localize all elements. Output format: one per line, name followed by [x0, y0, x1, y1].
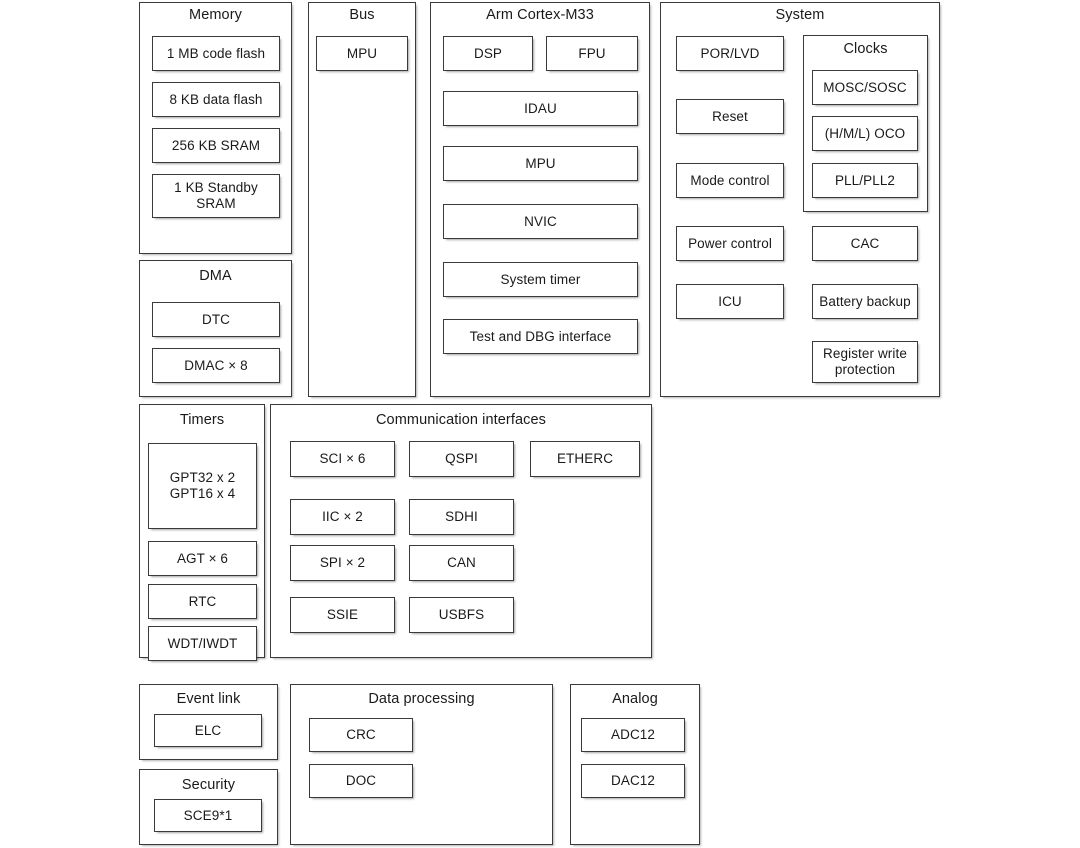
group-data-processing-title: Data processing	[368, 691, 475, 707]
group-bus-title: Bus	[349, 7, 375, 23]
subgroup-clocks-title: Clocks	[843, 41, 888, 57]
block-wdt-iwdt: WDT/IWDT	[148, 626, 257, 661]
block-etherc: ETHERC	[530, 441, 640, 477]
block-idau: IDAU	[443, 91, 638, 126]
block-mosc-sosc: MOSC/SOSC	[812, 70, 918, 105]
block-dac12: DAC12	[581, 764, 685, 798]
block-icu: ICU	[676, 284, 784, 319]
block-spi: SPI × 2	[290, 545, 395, 581]
block-por-lvd: POR/LVD	[676, 36, 784, 71]
group-timers-title: Timers	[179, 412, 225, 428]
block-hml-oco: (H/M/L) OCO	[812, 116, 918, 151]
block-dsp: DSP	[443, 36, 533, 71]
block-sce9: SCE9*1	[154, 799, 262, 832]
block-rtc: RTC	[148, 584, 257, 619]
block-reset: Reset	[676, 99, 784, 134]
group-event-link-title: Event link	[176, 691, 241, 707]
block-crc: CRC	[309, 718, 413, 752]
block-can: CAN	[409, 545, 514, 581]
block-usbfs: USBFS	[409, 597, 514, 633]
block-doc: DOC	[309, 764, 413, 798]
block-gpt: GPT32 x 2 GPT16 x 4	[148, 443, 257, 529]
block-mode-control: Mode control	[676, 163, 784, 198]
block-nvic: NVIC	[443, 204, 638, 239]
block-battery-backup: Battery backup	[812, 284, 918, 319]
block-register-write-protection: Register write protection	[812, 341, 918, 383]
block-sram: 256 KB SRAM	[152, 128, 280, 163]
block-bus-mpu: MPU	[316, 36, 408, 71]
group-dma-title: DMA	[199, 268, 232, 284]
group-security-title: Security	[181, 777, 236, 793]
group-analog-title: Analog	[612, 691, 658, 707]
block-iic: IIC × 2	[290, 499, 395, 535]
block-adc12: ADC12	[581, 718, 685, 752]
block-cac: CAC	[812, 226, 918, 261]
block-code-flash: 1 MB code flash	[152, 36, 280, 71]
block-sdhi: SDHI	[409, 499, 514, 535]
block-agt: AGT × 6	[148, 541, 257, 576]
group-cortex-m33-title: Arm Cortex-M33	[486, 7, 594, 23]
block-fpu: FPU	[546, 36, 638, 71]
block-qspi: QSPI	[409, 441, 514, 477]
block-power-control: Power control	[676, 226, 784, 261]
block-cpu-mpu: MPU	[443, 146, 638, 181]
group-memory-title: Memory	[189, 7, 242, 23]
block-test-dbg-interface: Test and DBG interface	[443, 319, 638, 354]
block-data-flash: 8 KB data flash	[152, 82, 280, 117]
block-ssie: SSIE	[290, 597, 395, 633]
block-dtc: DTC	[152, 302, 280, 337]
block-dmac: DMAC × 8	[152, 348, 280, 383]
block-system-timer: System timer	[443, 262, 638, 297]
group-system-title: System	[775, 7, 825, 23]
block-sci: SCI × 6	[290, 441, 395, 477]
block-pll-pll2: PLL/PLL2	[812, 163, 918, 198]
group-communication-interfaces-title: Communication interfaces	[375, 412, 547, 428]
block-elc: ELC	[154, 714, 262, 747]
block-standby-sram: 1 KB Standby SRAM	[152, 174, 280, 218]
